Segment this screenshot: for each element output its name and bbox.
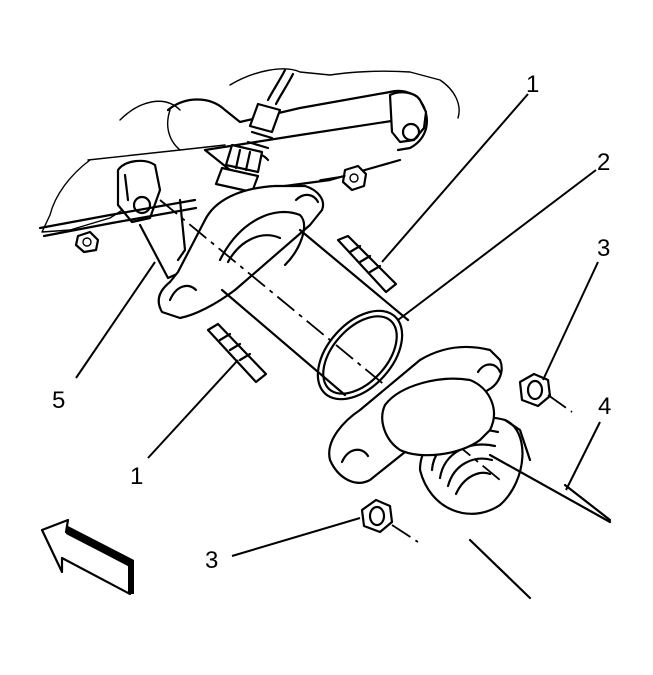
callout-labels: 1 2 3 4 5 1 3	[52, 71, 611, 574]
oxygen-sensor	[214, 68, 295, 194]
nut-bottom	[360, 498, 419, 543]
callout-1-top: 1	[526, 71, 539, 98]
stud-lower	[206, 322, 268, 384]
front-direction-arrow-icon	[40, 518, 134, 596]
callout-1-bottom: 1	[130, 463, 143, 490]
leader-lines	[75, 93, 601, 557]
manifold-flange	[157, 184, 325, 320]
callout-5: 5	[52, 387, 65, 414]
callout-3-bottom: 3	[205, 547, 218, 574]
callout-3-right: 3	[597, 235, 610, 262]
callout-2: 2	[597, 149, 610, 176]
gasket-seal	[316, 309, 404, 401]
stud-upper	[336, 234, 398, 294]
nut-right	[518, 372, 573, 413]
pipe-flange	[328, 345, 503, 484]
callout-4: 4	[598, 393, 611, 420]
